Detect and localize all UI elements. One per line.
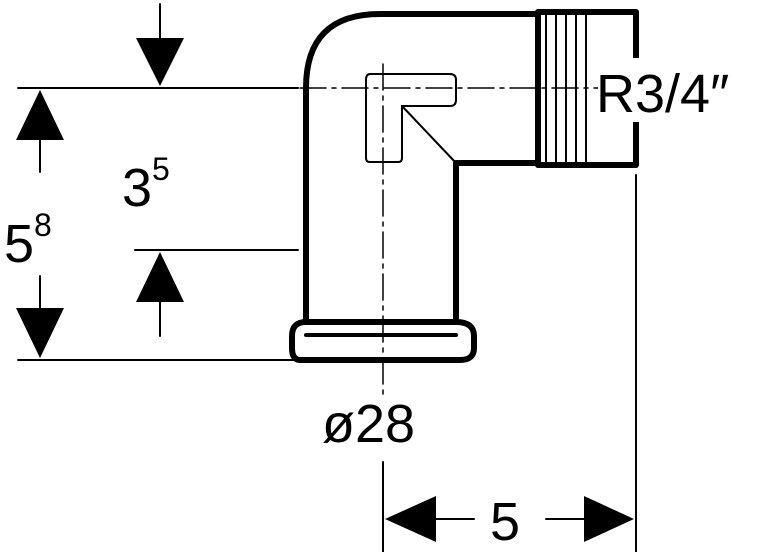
- diameter-label: ø28: [322, 394, 415, 454]
- arrow-height-up: [16, 90, 64, 140]
- height-dimension-superscript: 8: [34, 207, 52, 243]
- offset-dimension-label: 35: [122, 151, 170, 218]
- arrow-offset-down: [136, 38, 184, 86]
- thread-label: R3/4″: [596, 64, 729, 124]
- offset-dimension-base: 3: [122, 158, 152, 218]
- arrow-width-right: [584, 496, 634, 542]
- wall-plate-diagonal: [401, 105, 457, 164]
- height-dimension-label: 58: [4, 207, 52, 274]
- arrow-width-left: [385, 496, 436, 542]
- thread-label-background: [598, 58, 782, 122]
- arrow-height-down: [16, 308, 64, 358]
- wall-plate-outline: [365, 73, 457, 163]
- height-dimension-base: 5: [4, 214, 34, 274]
- offset-dimension-superscript: 5: [152, 151, 170, 187]
- arrow-offset-up: [136, 252, 184, 302]
- elbow-body-outline: [303, 11, 541, 338]
- width-dimension-label: 5: [490, 492, 520, 552]
